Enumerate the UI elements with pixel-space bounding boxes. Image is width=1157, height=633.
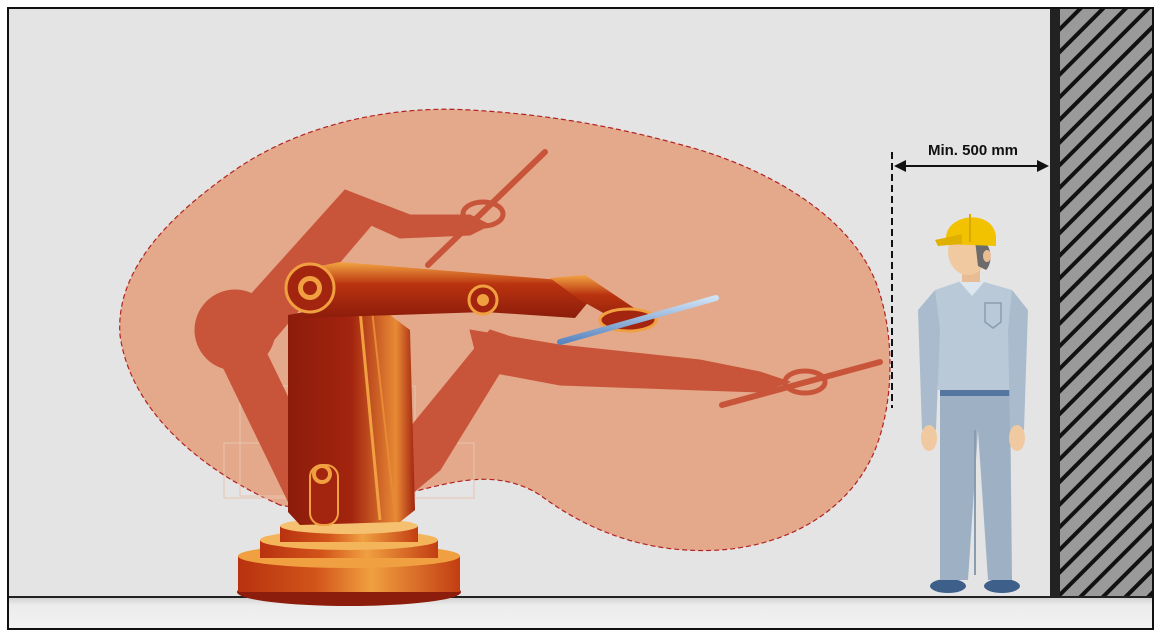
floor (8, 597, 1153, 629)
robot-column (288, 300, 415, 525)
clearance-label: Min. 500 mm (928, 142, 1018, 159)
wall (1050, 8, 1153, 598)
